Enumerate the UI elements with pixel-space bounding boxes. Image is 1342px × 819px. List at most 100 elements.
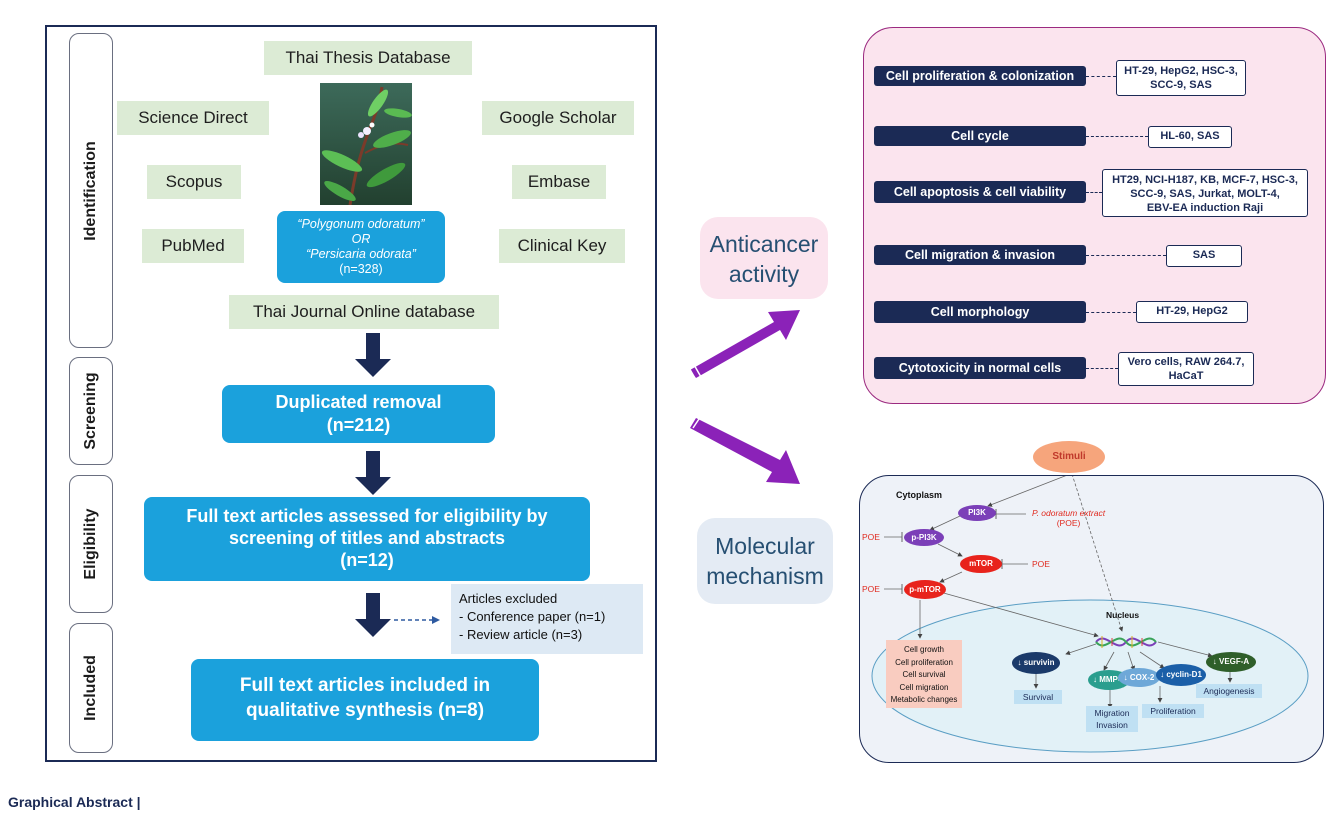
cell-outcomes-box: Cell growth Cell proliferation Cell surv… bbox=[886, 640, 962, 708]
query-operator: OR bbox=[351, 232, 371, 246]
query-term-2: “Persicaria odorata” bbox=[306, 247, 416, 261]
cell-line-text: HT-29, HepG2 bbox=[1156, 305, 1228, 317]
phase-included-label: Included bbox=[82, 655, 99, 721]
included-line-2: qualitative synthesis (n=8) bbox=[245, 700, 485, 721]
cell-lines-box: HL-60, SAS bbox=[1148, 126, 1232, 148]
migration-invasion-label: Migration Invasion bbox=[1086, 706, 1138, 732]
anticancer-line-2: activity bbox=[728, 261, 800, 287]
cell-line-text: HT-29, HepG2, HSC-3, bbox=[1124, 65, 1238, 77]
screening-count: (n=212) bbox=[326, 415, 391, 435]
plant-photo bbox=[320, 83, 412, 205]
survival-label: Survival bbox=[1014, 690, 1062, 704]
poe-label: POE bbox=[862, 584, 880, 594]
vegf-node: ↓ VEGF-A bbox=[1206, 652, 1256, 672]
cell-lines-box: HT-29, HepG2 bbox=[1136, 301, 1248, 323]
cell-line-text: HT29, NCI-H187, KB, MCF-7, HSC-3, bbox=[1112, 174, 1298, 186]
screening-box: Duplicated removal (n=212) bbox=[222, 385, 495, 443]
prisma-flow-panel: Identification Screening Eligibility Inc… bbox=[45, 25, 657, 762]
cell-line-text: HaCaT bbox=[1168, 370, 1204, 382]
anticancer-label: Anticancer activity bbox=[700, 217, 828, 299]
phase-identification: Identification bbox=[69, 33, 113, 348]
excluded-item: - Conference paper (n=1) bbox=[459, 609, 606, 624]
phase-included: Included bbox=[69, 623, 113, 753]
migration-text: Migration bbox=[1094, 708, 1130, 718]
source-clinical-key: Clinical Key bbox=[499, 229, 625, 263]
anticancer-line-1: Anticancer bbox=[709, 231, 819, 257]
query-count: (n=328) bbox=[339, 262, 383, 276]
outcome-text: Cell survival bbox=[902, 670, 946, 679]
assay-pill: Cell proliferation & colonization bbox=[874, 66, 1086, 86]
assay-pill: Cell apoptosis & cell viability bbox=[874, 181, 1086, 203]
cell-line-text: EBV-EA induction Raji bbox=[1146, 202, 1264, 214]
eligibility-line-1: Full text articles assessed for eligibil… bbox=[186, 506, 548, 526]
assay-connector bbox=[1086, 76, 1116, 77]
cell-line-text: HL-60, SAS bbox=[1160, 130, 1220, 142]
phase-screening: Screening bbox=[69, 357, 113, 465]
nucleus-label: Nucleus bbox=[1106, 610, 1140, 620]
proliferation-label: Proliferation bbox=[1142, 704, 1204, 718]
cell-line-text: Vero cells, RAW 264.7, bbox=[1127, 356, 1245, 368]
assay-pill: Cell migration & invasion bbox=[874, 245, 1086, 265]
mechanism-label: Molecular mechanism bbox=[697, 518, 833, 604]
screening-title: Duplicated removal bbox=[275, 392, 442, 412]
dna-icon bbox=[1095, 636, 1157, 648]
outcome-text: Metabolic changes bbox=[890, 695, 958, 704]
extract-text: P. odoratum extract bbox=[1032, 508, 1106, 518]
invasion-text: Invasion bbox=[1096, 720, 1128, 730]
assay-pill: Cell morphology bbox=[874, 301, 1086, 323]
extract-text: (POE) bbox=[1056, 518, 1081, 528]
eligibility-box: Full text articles assessed for eligibil… bbox=[144, 497, 590, 581]
mechanism-line-1: Molecular bbox=[715, 533, 815, 559]
assay-connector bbox=[1086, 368, 1118, 369]
outcome-text: Cell proliferation bbox=[895, 657, 953, 667]
mtor-node: mTOR bbox=[960, 555, 1002, 573]
outcome-text: Cell growth bbox=[903, 645, 944, 654]
figure-caption: Graphical Abstract | bbox=[8, 794, 141, 810]
poe-label: POE bbox=[1032, 559, 1050, 569]
arrow-to-anticancer bbox=[687, 310, 800, 381]
source-thai-journal: Thai Journal Online database bbox=[229, 295, 499, 329]
phase-identification-label: Identification bbox=[82, 140, 99, 241]
excluded-box: Articles excluded - Conference paper (n=… bbox=[451, 584, 643, 654]
source-scopus: Scopus bbox=[147, 165, 241, 199]
assay-connector bbox=[1086, 312, 1136, 313]
included-box: Full text articles included in qualitati… bbox=[191, 659, 539, 741]
eligibility-count: (n=12) bbox=[340, 550, 394, 570]
cell-lines-box: SAS bbox=[1166, 245, 1242, 267]
cyclin-d1-node: ↓ cyclin-D1 bbox=[1156, 664, 1206, 686]
source-pubmed: PubMed bbox=[142, 229, 244, 263]
source-google-scholar: Google Scholar bbox=[482, 101, 634, 135]
assay-connector bbox=[1086, 255, 1166, 256]
assay-pill: Cytotoxicity in normal cells bbox=[874, 357, 1086, 379]
cell-line-text: SCC-9, SAS, Jurkat, MOLT-4, bbox=[1130, 188, 1280, 200]
source-thai-thesis: Thai Thesis Database bbox=[264, 41, 472, 75]
source-embase: Embase bbox=[512, 165, 606, 199]
excluded-title: Articles excluded bbox=[459, 591, 558, 606]
purple-arrows bbox=[687, 310, 800, 484]
phase-eligibility-label: Eligibility bbox=[82, 508, 99, 580]
poe-label: POE bbox=[862, 532, 880, 542]
search-query-box: “Polygonum odoratum” OR “Persicaria odor… bbox=[277, 211, 445, 283]
phase-screening-label: Screening bbox=[82, 372, 99, 450]
mechanism-panel: Cytoplasm Nucleus PI3K p-PI3K mTOR p-mTO… bbox=[859, 475, 1324, 763]
angiogenesis-label: Angiogenesis bbox=[1196, 684, 1262, 698]
excluded-item: - Review article (n=3) bbox=[459, 627, 583, 642]
cytoplasm-label: Cytoplasm bbox=[896, 490, 943, 500]
poe-extract-label: P. odoratum extract (POE) bbox=[1032, 508, 1105, 528]
mechanism-line-2: mechanism bbox=[706, 563, 824, 589]
cell-lines-box: HT29, NCI-H187, KB, MCF-7, HSC-3, SCC-9,… bbox=[1102, 169, 1308, 217]
source-science-direct: Science Direct bbox=[117, 101, 269, 135]
cell-lines-box: Vero cells, RAW 264.7, HaCaT bbox=[1118, 352, 1254, 386]
eligibility-line-2: screening of titles and abstracts bbox=[228, 528, 506, 548]
included-line-1: Full text articles included in bbox=[239, 675, 491, 696]
p-mtor-node: p-mTOR bbox=[904, 580, 946, 599]
stimuli-node: Stimuli bbox=[1033, 441, 1105, 473]
outcome-text: Cell migration bbox=[899, 682, 949, 692]
p-pi3k-node: p-PI3K bbox=[904, 529, 944, 546]
assay-connector bbox=[1086, 136, 1148, 137]
cell-line-text: SCC-9, SAS bbox=[1150, 79, 1212, 91]
cell-line-text: SAS bbox=[1192, 249, 1216, 261]
query-term-1: “Polygonum odoratum” bbox=[297, 217, 425, 231]
phase-eligibility: Eligibility bbox=[69, 475, 113, 613]
excluded-arrow bbox=[394, 616, 440, 624]
